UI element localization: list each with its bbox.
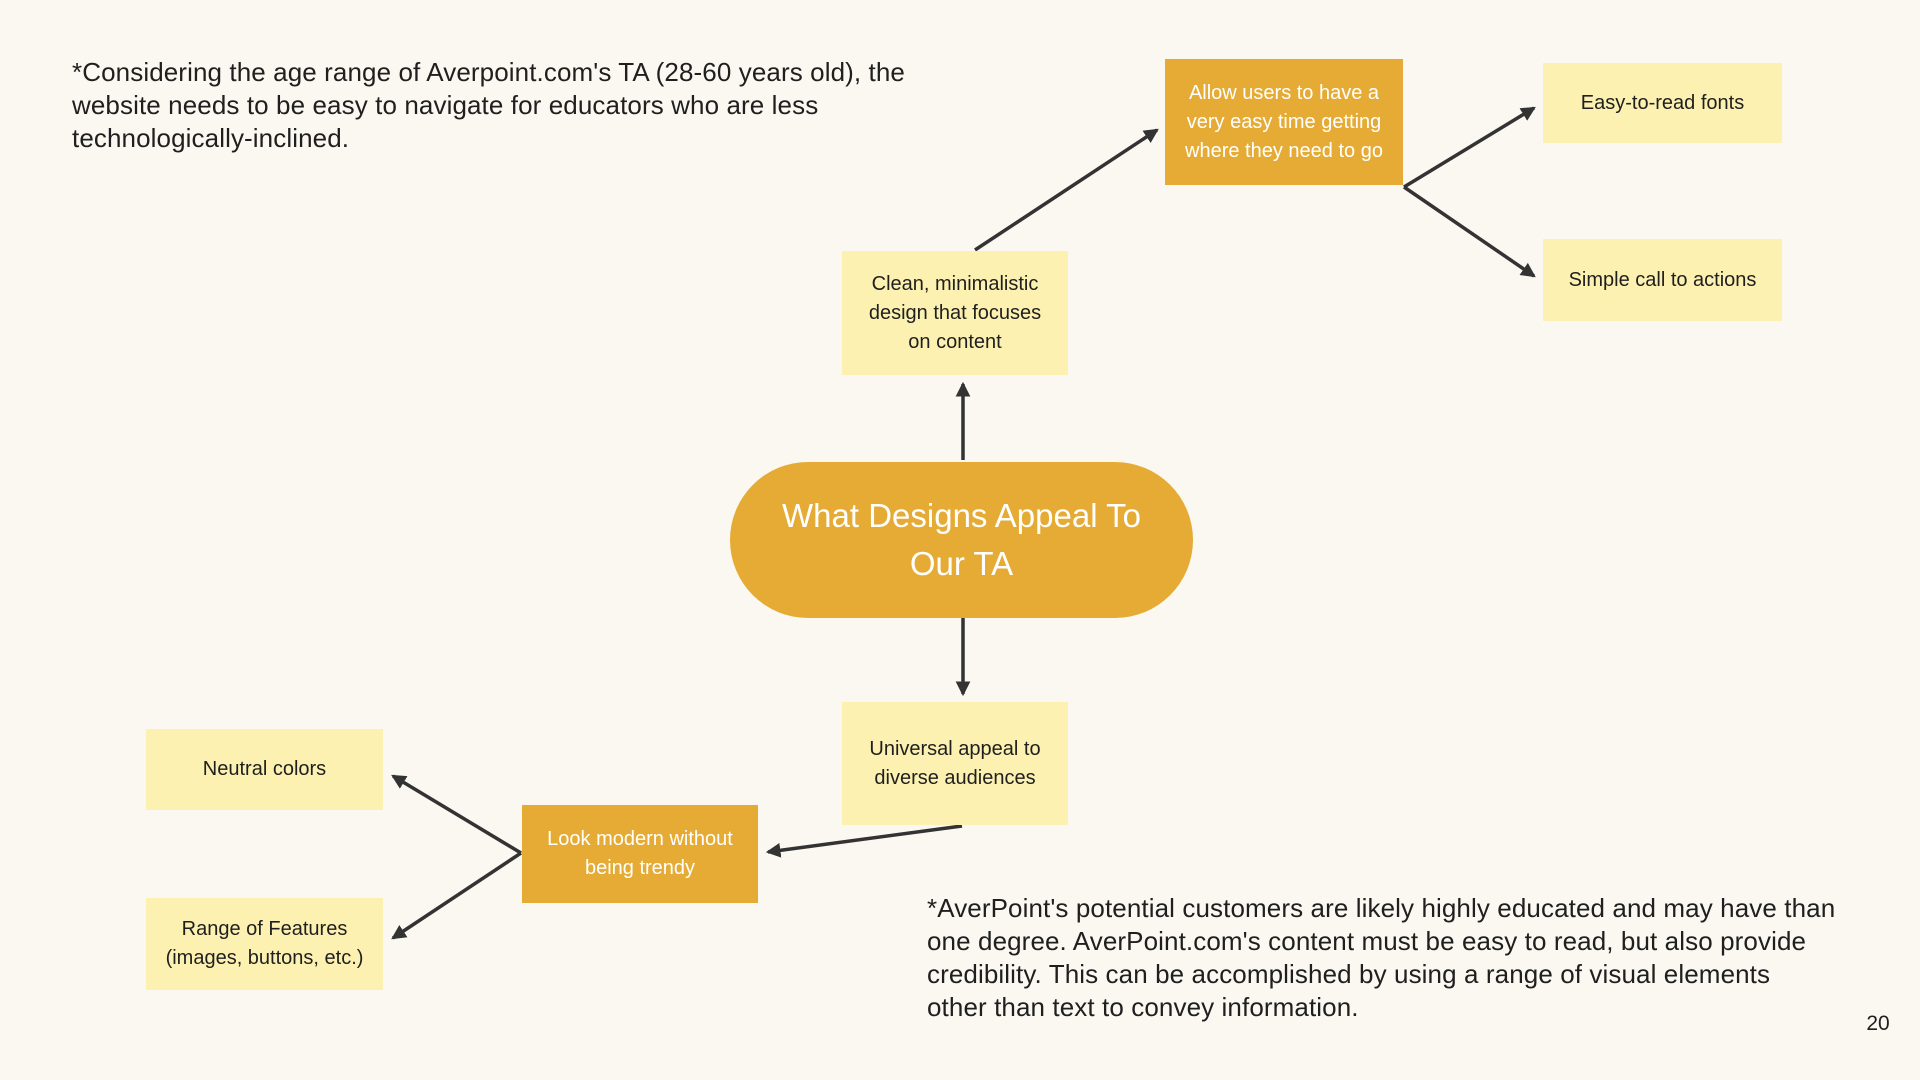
note-bottom-right: *AverPoint's potential customers are lik… xyxy=(927,893,1836,1022)
node-label: Look modern without being trendy xyxy=(547,828,733,879)
mindmap-center-node: What Designs Appeal To Our TA xyxy=(730,462,1193,618)
connector-modern-features xyxy=(391,851,522,940)
page-number: 20 xyxy=(1866,1012,1890,1035)
node-label: Simple call to actions xyxy=(1568,268,1757,291)
mindmap-node-simple-cta: Simple call to actions xyxy=(1543,239,1782,321)
connector-clean-allow xyxy=(974,128,1159,252)
node-label: Easy-to-read fonts xyxy=(1580,91,1745,114)
mindmap-node-look-modern: Look modern without being trendy xyxy=(522,805,758,903)
connector-allow-cta xyxy=(1403,185,1536,278)
mindmap-node-universal-appeal: Universal appeal to diverse audiences xyxy=(842,702,1068,825)
mindmap-node-range-of-features: Range of Features (images, buttons, etc.… xyxy=(146,898,383,990)
mindmap-node-easy-navigation: Allow users to have a very easy time get… xyxy=(1165,59,1403,185)
node-label: Neutral colors xyxy=(202,758,327,780)
mindmap-node-easy-to-read-fonts: Easy-to-read fonts xyxy=(1543,63,1782,143)
node-label: Clean, minimalistic design that focuses … xyxy=(868,272,1042,353)
connector-allow-fonts xyxy=(1403,106,1536,189)
mindmap-node-clean-design: Clean, minimalistic design that focuses … xyxy=(842,251,1068,375)
node-label: Universal appeal to diverse audiences xyxy=(869,737,1041,789)
mindmap-node-neutral-colors: Neutral colors xyxy=(146,729,383,810)
note-top-left: *Considering the age range of Averpoint.… xyxy=(72,57,905,153)
connector-modern-neutral xyxy=(391,774,522,855)
node-label: Range of Features (images, buttons, etc.… xyxy=(165,918,364,969)
mindmap-center-label: What Designs Appeal To Our TA xyxy=(782,497,1141,582)
connector-universal-modern xyxy=(765,824,963,858)
node-label: Allow users to have a very easy time get… xyxy=(1185,81,1383,162)
